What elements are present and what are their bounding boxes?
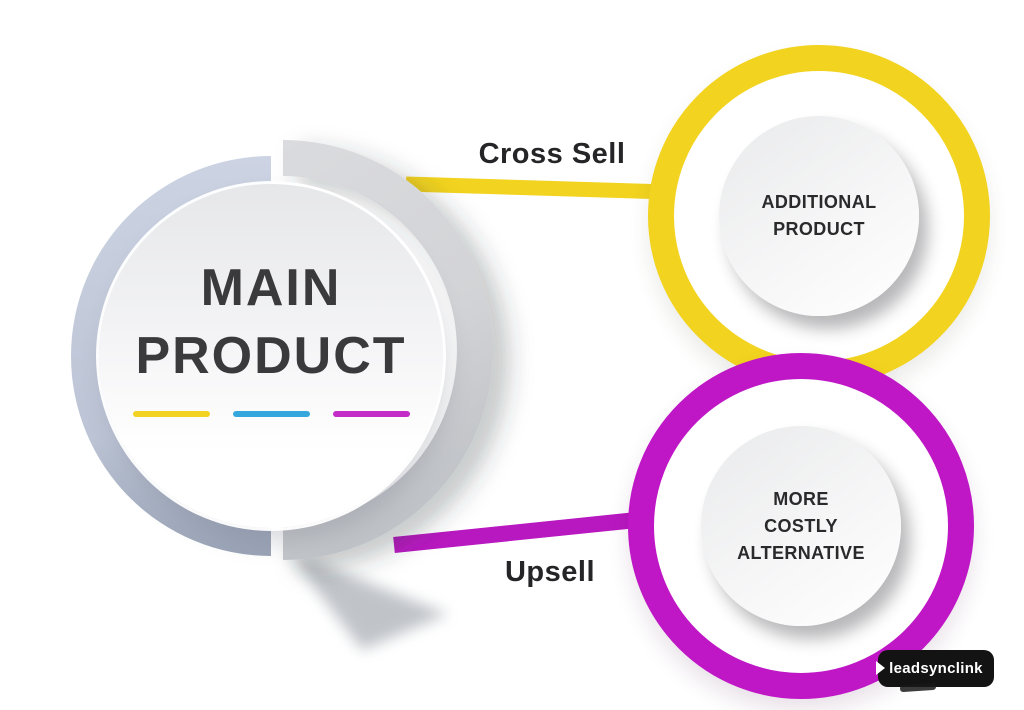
- swirl-bottom-shadow: [286, 550, 448, 650]
- magenta-dash: [332, 411, 410, 417]
- upsell-bubble: MORE COSTLY ALTERNATIVE: [628, 353, 974, 699]
- main-product-line2: PRODUCT: [135, 327, 407, 385]
- cross-sell-bubble: ADDITIONAL PRODUCT: [648, 45, 990, 387]
- watermark-badge: leadsynclink: [876, 650, 994, 687]
- costly-alternative-line1: MORE: [773, 488, 829, 509]
- main-product-circle: MAIN PRODUCT: [99, 184, 443, 528]
- upsell-connector-line: [393, 510, 657, 553]
- cross-sell-label: Cross Sell: [478, 138, 626, 170]
- costly-alternative-line3: ALTERNATIVE: [737, 542, 865, 563]
- main-ring-gray-swirl: [283, 140, 493, 560]
- costly-alternative-disc: MORE COSTLY ALTERNATIVE: [701, 426, 901, 626]
- color-dashes: [99, 411, 443, 417]
- costly-alternative-label: MORE COSTLY ALTERNATIVE: [737, 486, 865, 567]
- main-product-title: MAIN PRODUCT: [99, 254, 443, 390]
- main-ring-bluegray-arc: [71, 156, 271, 556]
- additional-product-disc: ADDITIONAL PRODUCT: [719, 116, 919, 316]
- main-product-line1: MAIN: [200, 259, 342, 317]
- additional-product-line1: ADDITIONAL: [761, 192, 877, 212]
- upsell-label: Upsell: [504, 556, 596, 588]
- blue-dash: [232, 411, 310, 417]
- additional-product-label: ADDITIONAL PRODUCT: [762, 189, 877, 243]
- cross-sell-connector-line: [405, 176, 669, 200]
- watermark-label: leadsynclink: [889, 660, 983, 677]
- costly-alternative-line2: COSTLY: [764, 515, 838, 536]
- additional-product-line2: PRODUCT: [773, 219, 865, 239]
- yellow-dash: [132, 411, 210, 417]
